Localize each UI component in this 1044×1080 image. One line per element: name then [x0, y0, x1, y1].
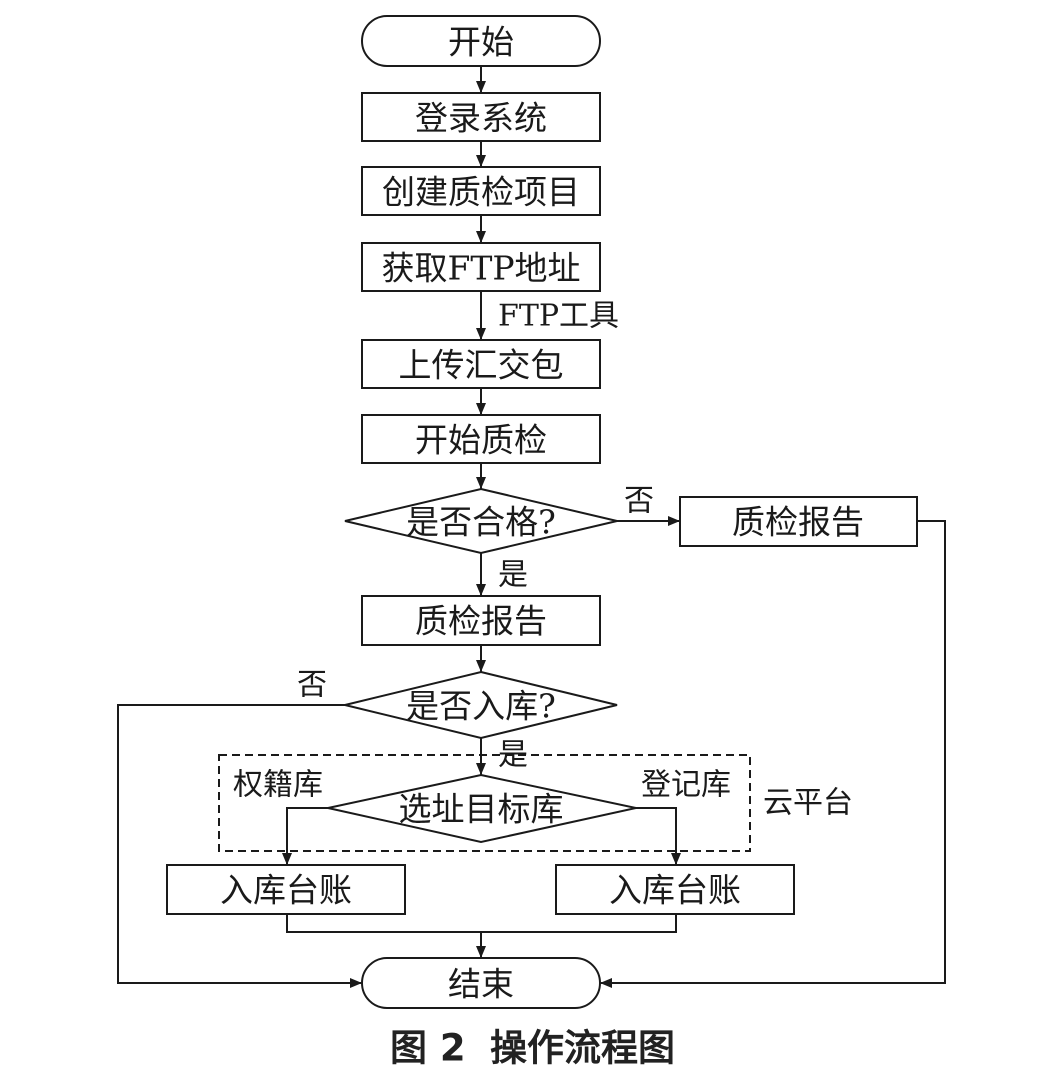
- login-box: [361, 92, 601, 142]
- get-ftp-box: [361, 242, 601, 292]
- connector-store-no-to-end: [117, 704, 362, 988]
- start-check-box: [361, 414, 601, 464]
- store-no-label: 否: [297, 668, 327, 703]
- cloud-platform-label: 云平台: [763, 786, 853, 821]
- upload-box: [361, 339, 601, 389]
- decision-target-diamond: [327, 773, 637, 844]
- decision-store-text: 是否入库?: [406, 687, 556, 726]
- ledger-right-text: 入库台账: [609, 871, 741, 910]
- connector-ledgers-merge: [286, 914, 677, 933]
- start-check-text: 开始质检: [415, 421, 547, 460]
- start-text: 开始: [448, 23, 514, 62]
- ledger-right-box: [555, 864, 795, 915]
- upload-text: 上传汇交包: [399, 346, 564, 385]
- arrow-target-to-ledger-left: [282, 807, 328, 865]
- caption-title: 操作流程图: [490, 1027, 675, 1070]
- ftp-tool-label: FTP工具: [498, 299, 619, 334]
- get-ftp-text: 获取FTP地址: [381, 249, 580, 288]
- login-text: 登录系统: [415, 99, 547, 138]
- end-terminator: [361, 957, 601, 1009]
- end-text: 结束: [448, 965, 514, 1004]
- report-pass-text: 质检报告: [415, 602, 547, 641]
- arrow-target-to-ledger-right: [636, 807, 681, 865]
- ledger-left-text: 入库台账: [220, 871, 352, 910]
- connector-fail-report-to-end: [600, 520, 946, 988]
- decision-target-text: 选址目标库: [399, 790, 564, 829]
- report-fail-text: 质检报告: [732, 503, 864, 542]
- pass-yes-label: 是: [498, 558, 528, 593]
- caption-figure-number: 图 2: [390, 1027, 466, 1070]
- decision-pass-text: 是否合格?: [406, 503, 556, 542]
- cadastral-db-label: 权籍库: [233, 768, 323, 803]
- registration-db-label: 登记库: [641, 768, 731, 803]
- create-project-text: 创建质检项目: [382, 173, 580, 212]
- pass-no-label: 否: [624, 484, 654, 519]
- cloud-platform-region: [218, 754, 751, 852]
